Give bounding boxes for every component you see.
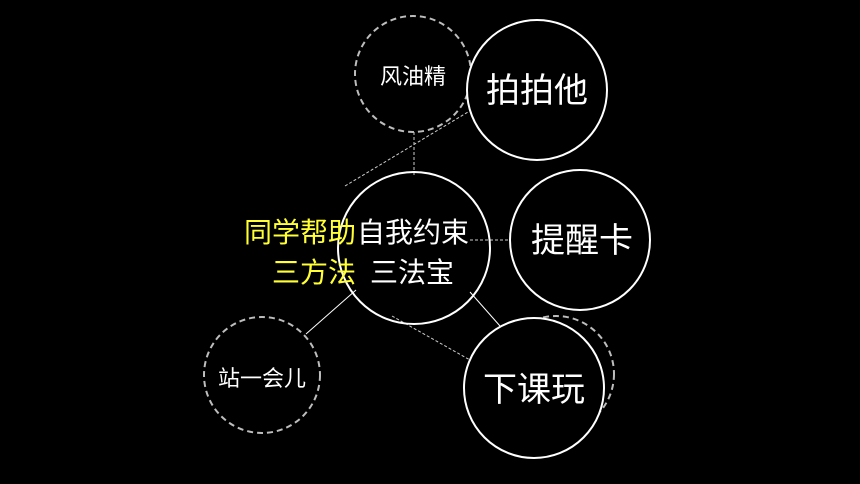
node-label-xiakewan: 下课玩 <box>483 370 585 410</box>
center-label-line2-yellow: 三方法 <box>272 256 356 289</box>
node-label-fengyoujing: 风油精 <box>380 65 446 90</box>
center-label-line2-white: 三法宝 <box>370 256 454 289</box>
center-label-line1-white: 自我约束 <box>357 216 469 249</box>
node-label-paipaita: 拍拍他 <box>486 71 588 111</box>
node-label-zhanyihuier: 站一会儿 <box>218 367 306 392</box>
node-label-tixingka: 提醒卡 <box>531 221 633 261</box>
node-circle-paipaita <box>466 19 608 161</box>
connector-center-to-xiakewan <box>469 291 501 327</box>
connector-center-to-zhanyihuier <box>305 289 357 335</box>
center-circle <box>337 171 491 325</box>
node-circle-tixingka <box>509 169 651 311</box>
node-circle-xiakewan <box>463 317 605 459</box>
center-label-line1-yellow: 同学帮助 <box>244 216 356 249</box>
node-circle-zhanyihuier <box>203 316 321 434</box>
connector-center-to-paipaita <box>344 111 469 187</box>
